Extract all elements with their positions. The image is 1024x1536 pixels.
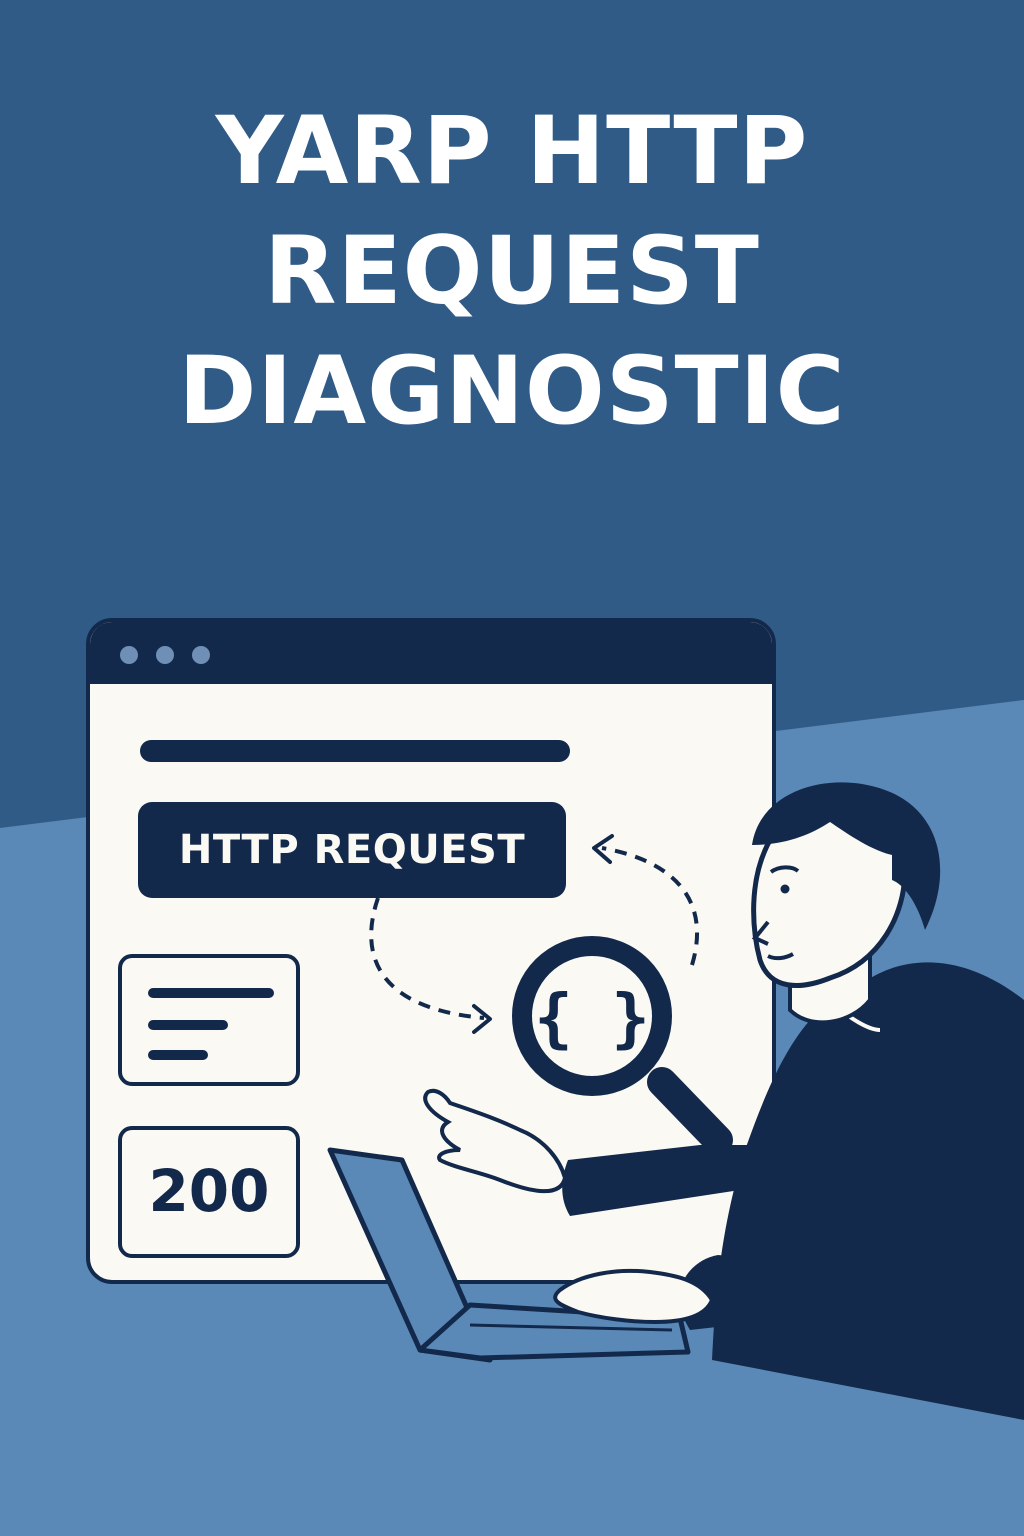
window-dot-1 bbox=[120, 646, 138, 664]
text-line bbox=[148, 1050, 208, 1060]
title-line-3: DIAGNOSTIC bbox=[178, 337, 846, 446]
svg-text:{ }: { } bbox=[534, 982, 650, 1056]
text-line bbox=[148, 988, 274, 998]
magnifier-code-icon: { } bbox=[512, 936, 733, 1155]
http-request-button[interactable]: HTTP REQUEST bbox=[138, 802, 566, 898]
status-code: 200 bbox=[148, 1157, 270, 1225]
page-title: YARP HTTP REQUEST DIAGNOSTIC bbox=[0, 92, 1024, 452]
window-dot-3 bbox=[192, 646, 210, 664]
address-bar bbox=[140, 740, 570, 762]
request-details-card bbox=[118, 954, 300, 1086]
title-line-2: REQUEST bbox=[264, 217, 760, 326]
title-line-1: YARP HTTP bbox=[215, 97, 809, 206]
window-dot-2 bbox=[156, 646, 174, 664]
text-line bbox=[148, 1020, 228, 1030]
request-flow-arrows bbox=[369, 834, 699, 1034]
laptop bbox=[327, 1147, 715, 1363]
status-card: 200 bbox=[118, 1126, 300, 1258]
browser-titlebar bbox=[90, 622, 772, 684]
